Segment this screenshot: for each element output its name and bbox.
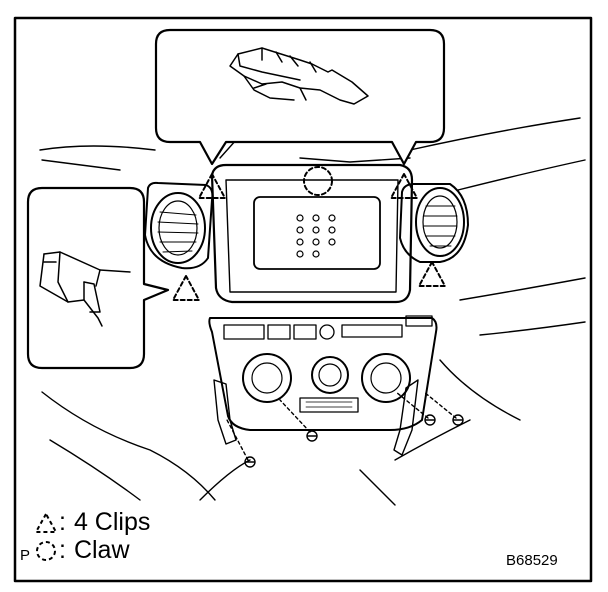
left-control-knob [242, 353, 292, 403]
left-air-vent [144, 181, 214, 270]
clip-marker-icon [198, 173, 226, 199]
center-control-knob [311, 356, 349, 394]
center-display-panel [210, 163, 414, 304]
figure-code: B68529 [506, 552, 558, 569]
clip-detail-drawing [229, 47, 369, 105]
display-screen [253, 196, 381, 270]
climate-control-panel [208, 315, 438, 431]
clip-marker-icon [390, 173, 418, 199]
screw-icons [225, 391, 464, 468]
legend-colon: : [59, 508, 66, 536]
mounting-brackets [213, 379, 419, 456]
right-control-knob [361, 353, 411, 403]
screw-icon [395, 391, 436, 426]
clip-marker-icon [172, 275, 200, 301]
legend-row-clips: : 4 Clips [34, 510, 150, 535]
legend-row-claw: : Claw [34, 538, 130, 563]
screw-icon [423, 391, 464, 426]
figure-frame [13, 16, 593, 583]
prefix-letter: P [20, 547, 31, 564]
legend-label-claw: Claw [73, 536, 130, 564]
claw-detail-callout [26, 186, 170, 370]
clip-detail-callout [154, 28, 446, 166]
claw-marker-icon [303, 166, 333, 196]
triangle-clip-icon [34, 511, 58, 533]
display-button-grid [296, 214, 336, 258]
clip-markers [172, 173, 446, 301]
clip-marker-icon [418, 261, 446, 287]
screw-icon [225, 417, 256, 468]
screw-icon [279, 399, 318, 442]
legend-label-clips: 4 Clips [73, 508, 151, 536]
circle-claw-icon [36, 540, 56, 561]
legend-colon: : [59, 536, 66, 564]
claw-detail-drawing [39, 251, 131, 327]
